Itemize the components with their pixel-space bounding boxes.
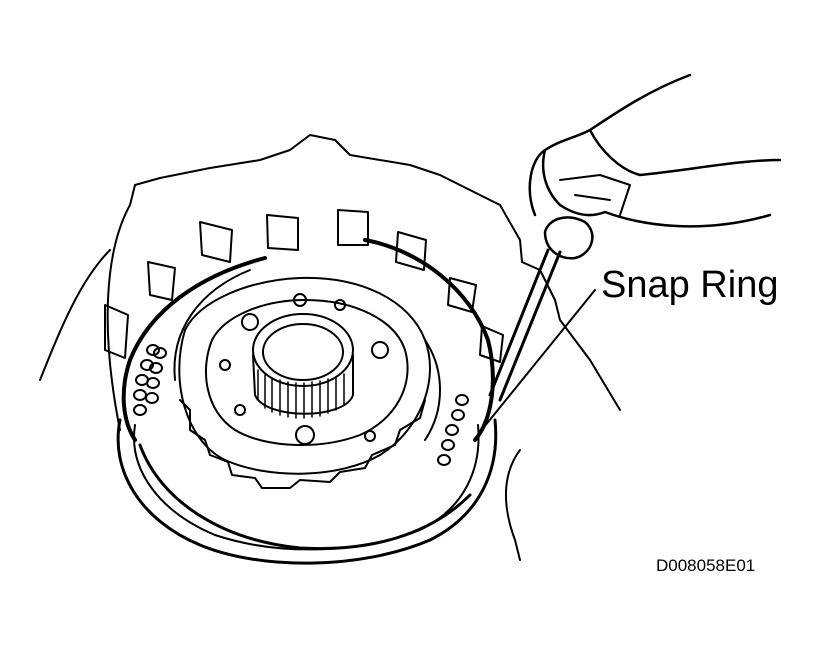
center-shaft-body: [252, 354, 354, 415]
drum-holes-right: [437, 394, 469, 466]
clutch-drum-outer: [116, 418, 498, 565]
screwdriver-grip: [559, 174, 631, 216]
snap-ring-left-arc: [121, 256, 267, 442]
transmission-case-outline: [106, 134, 621, 431]
drum-holes-left: [133, 344, 167, 416]
snap-ring: [363, 238, 495, 442]
center-shaft-top: [252, 313, 354, 387]
center-shaft-splines: [257, 369, 345, 419]
callout-leader-line: [479, 289, 596, 433]
snap-ring-callout-label: Snap Ring: [601, 264, 779, 306]
hand-outline: [528, 73, 782, 228]
center-shaft-bore: [262, 323, 344, 381]
snap-ring-bottom-band: [138, 443, 472, 551]
clutch-hub-outer: [178, 276, 431, 475]
clutch-plate-tabs: [104, 209, 504, 363]
case-left-edge: [39, 249, 111, 381]
clutch-hub-inner: [205, 299, 409, 446]
case-lower-edge: [504, 449, 521, 561]
clutch-hub-teeth: [179, 399, 426, 489]
screwdriver-handle: [543, 216, 594, 260]
figure-code: D008058E01: [656, 556, 756, 575]
inner-ring-left: [173, 269, 251, 381]
hub-holes: [219, 293, 389, 445]
screwdriver-shaft: [488, 248, 562, 402]
inner-ring-right: [424, 339, 441, 441]
